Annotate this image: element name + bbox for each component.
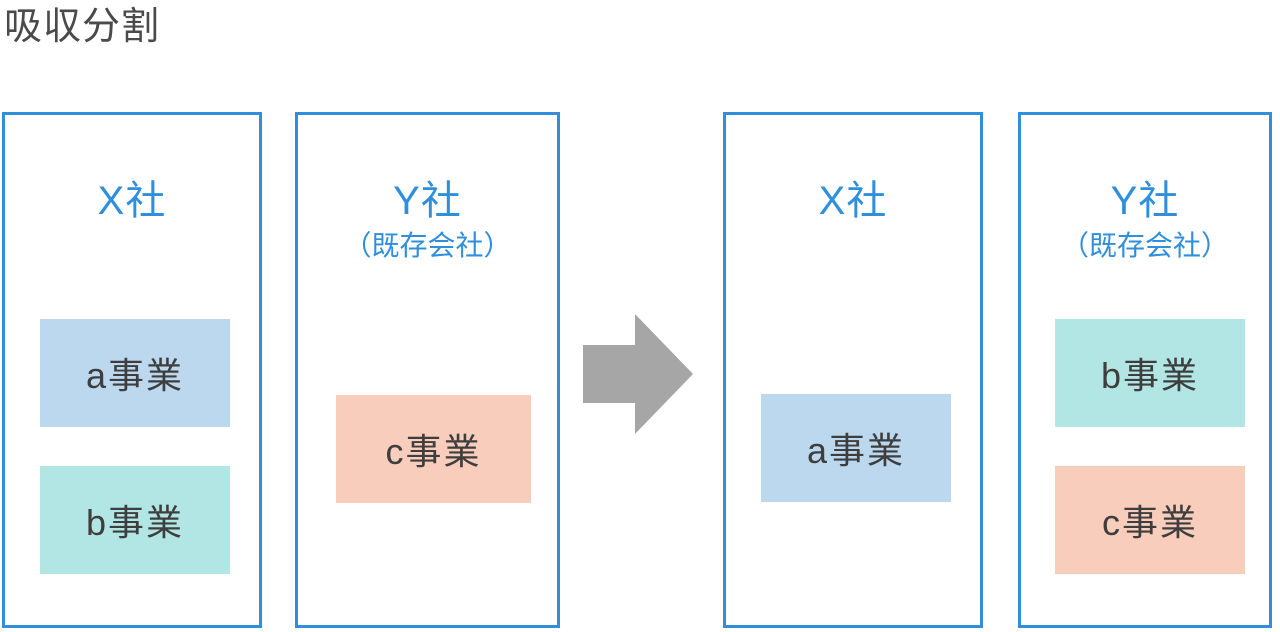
company-name: X社 bbox=[97, 179, 167, 223]
business-unit-label: c事業 bbox=[1101, 502, 1198, 543]
company-header-x-after: X社 bbox=[726, 175, 980, 227]
company-box-x-before: X社 a事業 b事業 bbox=[2, 112, 262, 628]
company-name: Y社 bbox=[1110, 179, 1180, 223]
right-block-arrow-icon bbox=[583, 314, 693, 434]
company-name: Y社 bbox=[393, 179, 462, 223]
page-title: 吸収分割 bbox=[4, 6, 161, 48]
company-subname: （既存会社） bbox=[343, 230, 512, 261]
business-unit-label: b事業 bbox=[85, 502, 185, 543]
business-unit-tag-c: c事業 bbox=[336, 395, 531, 503]
business-unit-tag-b: b事業 bbox=[40, 466, 230, 574]
company-box-y-after: Y社 （既存会社） b事業 c事業 bbox=[1018, 112, 1272, 628]
business-unit-label: a事業 bbox=[85, 355, 185, 396]
business-unit-label: c事業 bbox=[385, 431, 482, 472]
business-unit-tag-b: b事業 bbox=[1055, 319, 1245, 427]
company-header-y-before: Y社 （既存会社） bbox=[298, 175, 557, 265]
business-unit-label: b事業 bbox=[1100, 355, 1200, 396]
company-box-x-after: X社 a事業 bbox=[723, 112, 983, 628]
company-name: X社 bbox=[818, 179, 888, 223]
business-unit-tag-c: c事業 bbox=[1055, 466, 1245, 574]
company-subname: （既存会社） bbox=[1060, 230, 1229, 261]
business-unit-tag-a: a事業 bbox=[761, 394, 951, 502]
company-header-x-before: X社 bbox=[5, 175, 259, 227]
business-unit-tag-a: a事業 bbox=[40, 319, 230, 427]
company-box-y-before: Y社 （既存会社） c事業 bbox=[295, 112, 560, 628]
business-unit-label: a事業 bbox=[806, 430, 906, 471]
company-header-y-after: Y社 （既存会社） bbox=[1021, 175, 1269, 265]
